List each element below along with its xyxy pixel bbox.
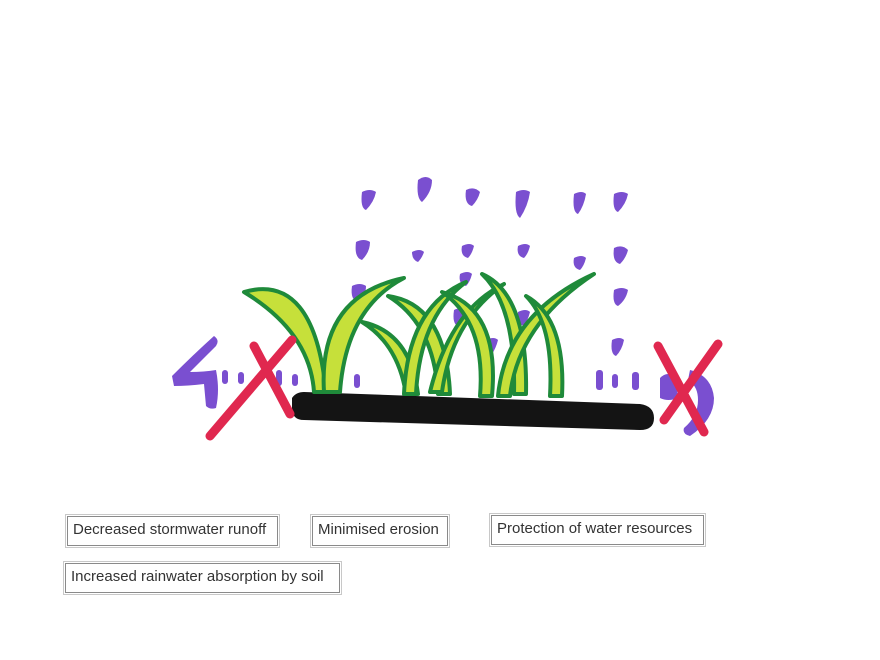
runoff-splash-right-curl	[683, 370, 714, 436]
rain-splash	[612, 374, 618, 388]
rain-drop	[361, 190, 376, 210]
label-protection-of-water-resources: Protection of water resources	[489, 513, 706, 547]
label-minimised-erosion: Minimised erosion	[310, 514, 450, 548]
rain-drop	[613, 192, 628, 212]
grass-blade	[402, 280, 468, 396]
blocked-runoff-crosses	[205, 335, 723, 441]
cross-left-icon	[205, 335, 297, 441]
cross-right-icon	[653, 339, 723, 437]
rain-splash	[222, 370, 228, 384]
rain-splash	[238, 372, 244, 384]
rain-drop	[573, 192, 586, 214]
rain-drop	[515, 190, 530, 218]
runoff-splash-left	[172, 336, 218, 409]
label-decreased-stormwater-runoff: Decreased stormwater runoff	[65, 514, 280, 548]
rain-splash	[292, 374, 298, 386]
grass-blade	[496, 272, 596, 398]
grass-blade	[524, 294, 565, 398]
rain-drop	[461, 244, 474, 258]
rain-splash	[632, 372, 639, 390]
rain-drops	[351, 177, 628, 356]
grass-blade	[428, 282, 506, 394]
grass-blades	[242, 272, 596, 398]
rain-drop	[613, 288, 628, 306]
grass-blade	[321, 276, 406, 394]
rain-drop	[613, 246, 628, 264]
rain-drop	[517, 244, 530, 258]
rain-splash	[596, 370, 603, 390]
soil-layer	[292, 392, 654, 430]
rain-drop	[573, 256, 586, 270]
grass-blade	[440, 290, 495, 398]
rain-splash	[354, 374, 360, 388]
rain-drop	[417, 177, 432, 202]
rain-drop	[412, 250, 424, 262]
label-increased-rainwater-absorption: Increased rainwater absorption by soil	[63, 561, 342, 595]
rain-drop	[517, 310, 530, 326]
rain-drop	[465, 188, 480, 206]
rain-drop	[611, 338, 624, 356]
rain-drop	[355, 240, 370, 260]
